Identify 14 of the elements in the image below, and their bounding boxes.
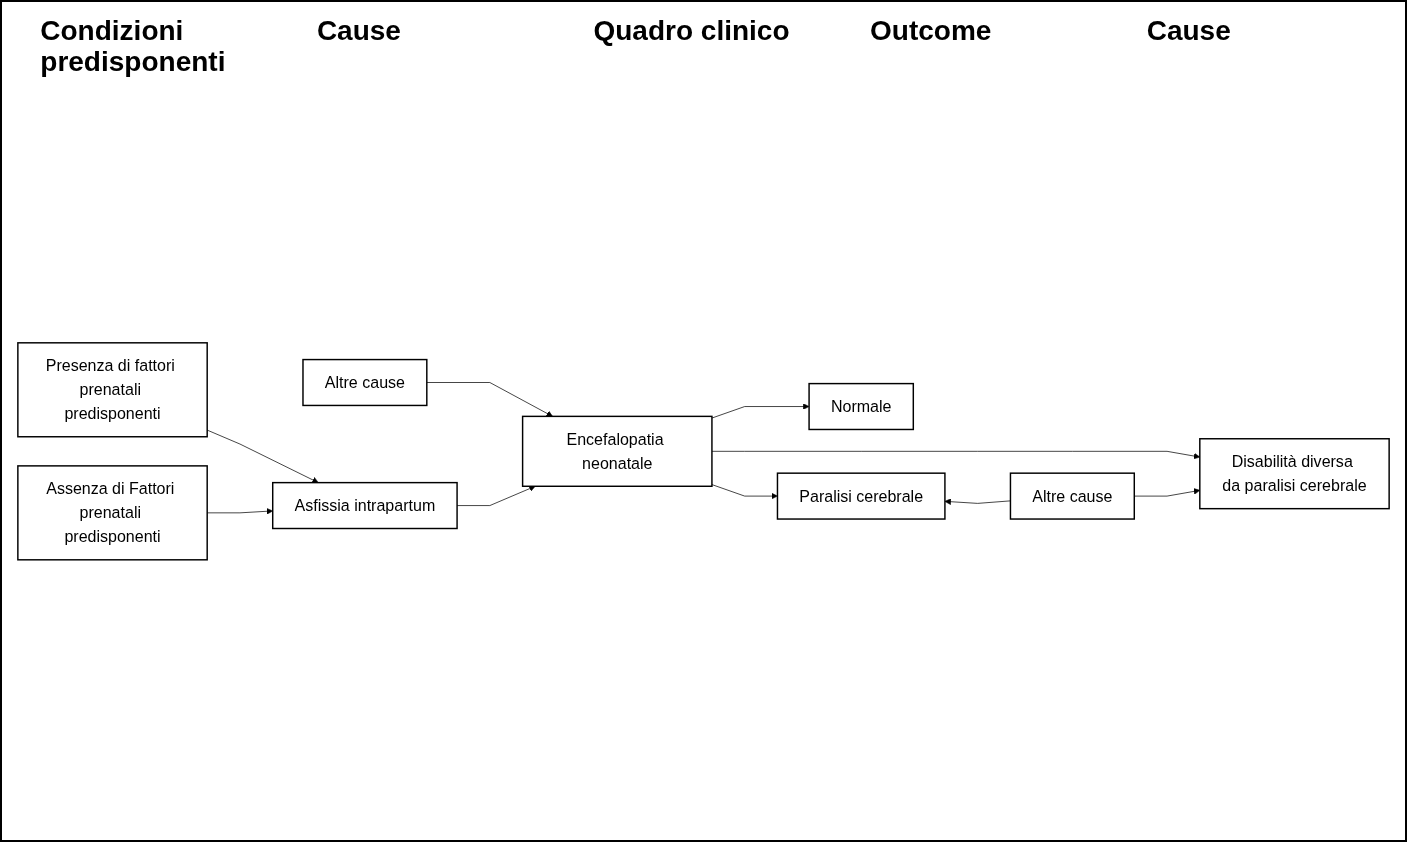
node-box: Presenza di fattori prenatali predisponenti bbox=[17, 342, 208, 438]
column-heading: Cause bbox=[316, 16, 402, 47]
column-heading: Condizioni predisponenti bbox=[40, 16, 227, 78]
node-box: Normale bbox=[808, 383, 915, 431]
node-box: Disabilità diversa da paralisi cerebrale bbox=[1199, 438, 1390, 510]
column-heading: Cause bbox=[1146, 16, 1232, 47]
node-box: Altre cause bbox=[302, 359, 428, 407]
node-box: Assenza di Fattori prenatali predisponenti bbox=[17, 465, 208, 561]
node-box: Paralisi cerebrale bbox=[776, 472, 946, 521]
node-box: Altre cause bbox=[1009, 472, 1135, 521]
column-heading: Outcome bbox=[870, 16, 993, 47]
column-heading: Quadro clinico bbox=[593, 16, 791, 47]
node-box: Encefalopatia neonatale bbox=[521, 416, 713, 488]
node-box: Asfissia intrapartum bbox=[272, 482, 458, 530]
